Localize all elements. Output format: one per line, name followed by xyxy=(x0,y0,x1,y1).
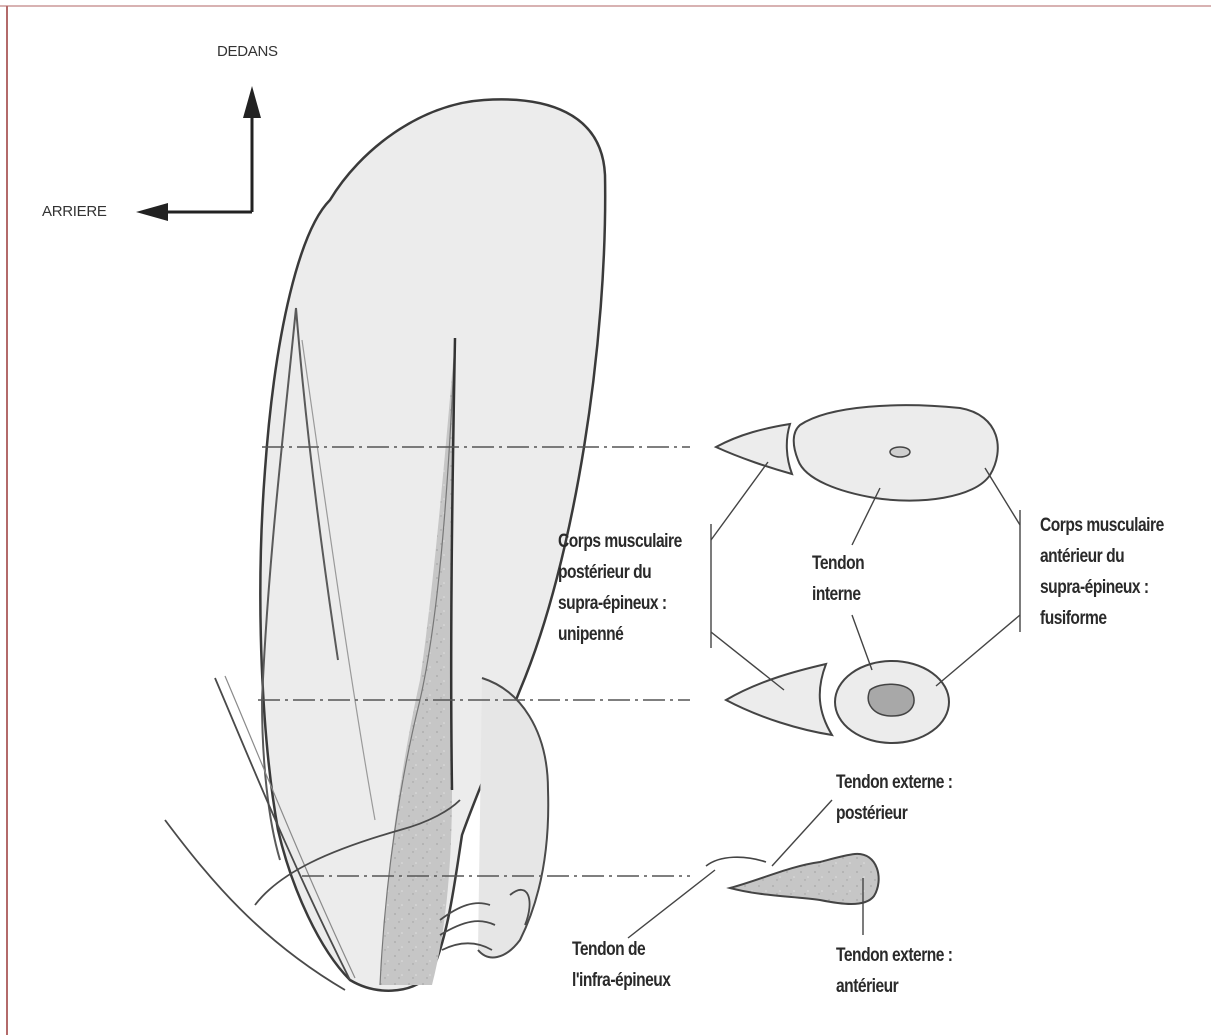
label-line: unipenné xyxy=(558,619,682,650)
label-line: postérieur xyxy=(836,798,953,829)
humeral-head-outline xyxy=(478,678,548,957)
direction-up-label: DEDANS xyxy=(217,43,278,60)
label-line: l'infra-épineux xyxy=(572,965,670,996)
label-line: Tendon externe : xyxy=(836,767,953,798)
arrow-up-head xyxy=(243,86,261,118)
label-anterior-body: Corps musculaire antérieur du supra-épin… xyxy=(1040,510,1164,634)
label-line: antérieur xyxy=(836,971,953,1002)
middle-posterior-section xyxy=(726,664,832,735)
lower-tendon-hook xyxy=(706,857,766,866)
label-line: Tendon de xyxy=(572,934,670,965)
label-line: Tendon externe : xyxy=(836,940,953,971)
direction-left-label: ARRIERE xyxy=(42,203,107,220)
lower-tendon-section xyxy=(730,854,879,904)
middle-internal-tendon xyxy=(868,684,914,716)
label-line: fusiforme xyxy=(1040,603,1164,634)
label-posterior-body: Corps musculaire postérieur du supra-épi… xyxy=(558,526,682,650)
label-infraspinatus-tendon: Tendon de l'infra-épineux xyxy=(572,934,670,996)
label-external-tendon-anterior: Tendon externe : antérieur xyxy=(836,940,953,1002)
label-internal-tendon: Tendon interne xyxy=(812,548,864,610)
label-line: Corps musculaire xyxy=(558,526,682,557)
label-external-tendon-posterior: Tendon externe : postérieur xyxy=(836,767,953,829)
label-line: interne xyxy=(812,579,864,610)
arrow-left-head xyxy=(136,203,168,221)
label-line: supra-épineux : xyxy=(1040,572,1164,603)
upper-internal-tendon xyxy=(890,447,910,457)
label-line: supra-épineux : xyxy=(558,588,682,619)
label-line: Corps musculaire xyxy=(1040,510,1164,541)
label-line: postérieur du xyxy=(558,557,682,588)
label-line: antérieur du xyxy=(1040,541,1164,572)
upper-posterior-section xyxy=(716,424,792,474)
direction-arrows xyxy=(160,110,252,212)
label-line: Tendon xyxy=(812,548,864,579)
